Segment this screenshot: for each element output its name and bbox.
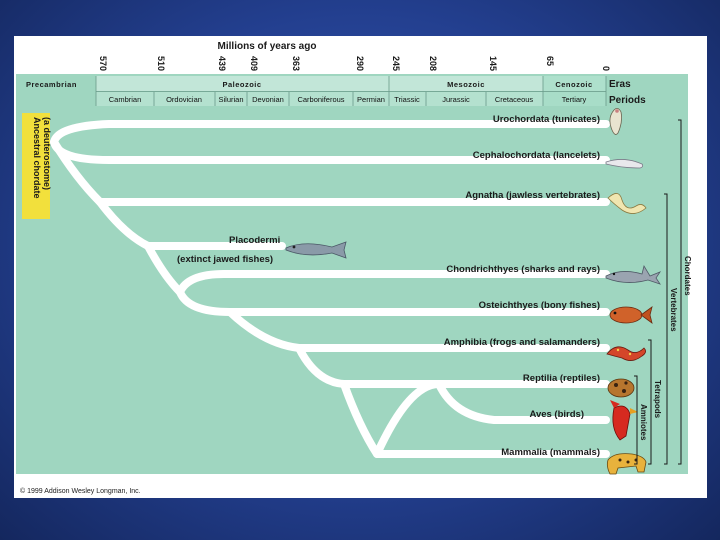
group-tetrapods: Tetrapods	[653, 380, 662, 419]
tick-0: 0	[601, 66, 611, 71]
period-carboniferous: Carboniferous	[297, 95, 344, 104]
period-ordovician: Ordovician	[166, 95, 202, 104]
placodermi-label: Placodermi	[229, 235, 280, 246]
lamprey-icon	[607, 193, 647, 214]
taxon-urochordata: Urochordata (tunicates)	[493, 114, 600, 125]
placoderm-fish-icon	[285, 241, 347, 259]
period-permian: Permian	[357, 95, 385, 104]
phylogeny-diagram: Millions of years ago 570 510 439 409 36…	[16, 41, 692, 495]
period-boundaries	[95, 76, 607, 106]
shark-icon	[605, 264, 662, 285]
vertebrates-bracket	[664, 193, 668, 465]
taxon-aves: Aves (birds)	[529, 409, 584, 420]
ancestor-box	[22, 113, 50, 219]
period-cambrian: Cambrian	[109, 95, 142, 104]
tick-290: 290	[355, 56, 365, 71]
amniotes-bracket	[634, 375, 638, 465]
placodermi-note: (extinct jawed fishes)	[177, 254, 273, 265]
tunicate-icon	[609, 108, 622, 135]
axis-title: Millions of years ago	[218, 41, 317, 52]
cardinal-bird-icon	[610, 400, 638, 441]
period-triassic: Triassic	[394, 95, 420, 104]
taxon-chondrichthyes: Chondrichthyes (sharks and rays)	[446, 264, 600, 275]
taxon-amphibia: Amphibia (frogs and salamanders)	[444, 337, 600, 348]
cenozoic-band	[543, 76, 606, 91]
tetrapods-bracket	[648, 339, 652, 465]
copyright: © 1999 Addison Wesley Longman, Inc.	[20, 487, 141, 495]
tick-510: 510	[156, 56, 166, 71]
tick-208: 208	[428, 56, 438, 71]
era-paleozoic: Paleozoic	[222, 80, 261, 89]
era-cenozoic: Cenozoic	[555, 80, 592, 89]
period-jurassic: Jurassic	[442, 95, 470, 104]
period-band	[96, 92, 606, 106]
slide: Millions of years ago 570 510 439 409 36…	[14, 36, 707, 498]
ancestor-line1: Ancestral chordate	[32, 117, 42, 199]
group-brackets	[634, 119, 682, 465]
taxon-cephalochordata: Cephalochordata (lancelets)	[473, 150, 600, 161]
group-chordates: Chordates	[683, 256, 692, 296]
tick-409: 409	[249, 56, 259, 71]
periods-label: Periods	[609, 95, 646, 106]
jaguar-icon	[606, 453, 647, 475]
phylogeny-branches	[50, 120, 610, 458]
group-vertebrates: Vertebrates	[669, 288, 678, 332]
tick-65: 65	[545, 56, 555, 66]
group-amniotes: Amniotes	[639, 404, 648, 441]
taxon-osteichthyes: Osteichthyes (bony fishes)	[479, 300, 600, 311]
period-tertiary: Tertiary	[562, 95, 587, 104]
era-precambrian: Precambrian	[26, 80, 77, 89]
ancestor-line2: (a deuterostome)	[42, 117, 52, 190]
time-ticks: 570 510 439 409 363 290 245 208 145 65 0	[98, 56, 611, 71]
bony-fish-icon	[609, 306, 653, 324]
taxon-mammalia: Mammalia (mammals)	[501, 447, 600, 458]
lizard-icon	[607, 378, 635, 398]
period-devonian: Devonian	[252, 95, 284, 104]
tick-363: 363	[291, 56, 301, 71]
period-silurian: Silurian	[218, 95, 243, 104]
lancelet-icon	[605, 159, 644, 169]
tick-439: 439	[217, 56, 227, 71]
tick-570: 570	[98, 56, 108, 71]
tick-245: 245	[391, 56, 401, 71]
taxon-reptilia: Reptilia (reptiles)	[523, 373, 600, 384]
tertiary-band	[543, 92, 606, 106]
taxa-labels: Urochordata (tunicates) Cephalochordata …	[444, 114, 600, 458]
period-cretaceous: Cretaceous	[495, 95, 534, 104]
tick-145: 145	[488, 56, 498, 71]
eras-label: Eras	[609, 79, 631, 90]
era-mesozoic: Mesozoic	[447, 80, 485, 89]
chordates-bracket	[678, 119, 682, 465]
era-band	[96, 76, 606, 91]
salamander-icon	[606, 346, 646, 361]
taxon-agnatha: Agnatha (jawless vertebrates)	[465, 190, 600, 201]
